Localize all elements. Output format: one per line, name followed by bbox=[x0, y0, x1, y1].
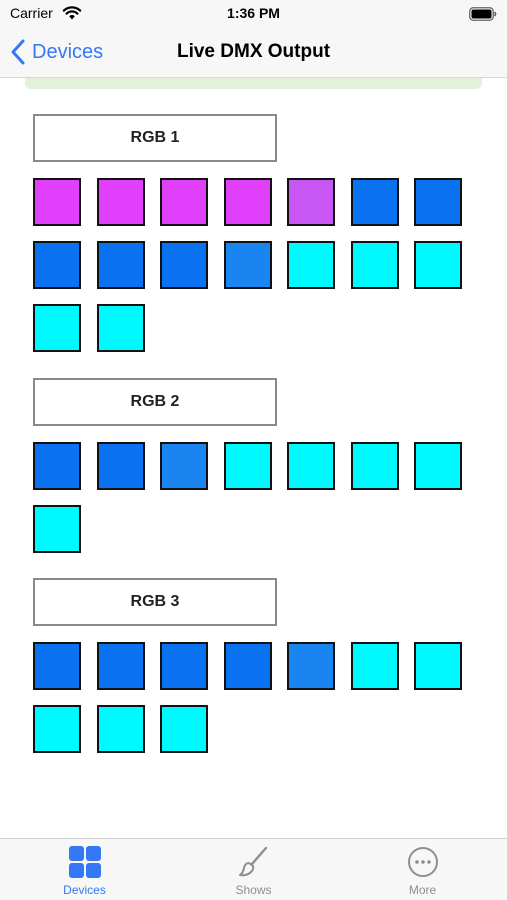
channel-swatch bbox=[350, 642, 399, 690]
channel-swatch bbox=[414, 178, 462, 226]
channel-swatch bbox=[96, 442, 145, 490]
device-label: RGB 1 bbox=[33, 114, 277, 162]
channel-swatch bbox=[350, 442, 399, 490]
tab-label: More bbox=[408, 883, 437, 897]
channel-grid bbox=[33, 642, 462, 753]
status-bar: Carrier 1:36 PM bbox=[0, 0, 507, 28]
more-icon bbox=[407, 847, 438, 877]
channel-swatch bbox=[350, 178, 399, 226]
channel-swatch bbox=[414, 241, 462, 289]
device-section-rgb-3: RGB 3 bbox=[33, 578, 462, 753]
channel-swatch bbox=[160, 642, 208, 690]
navigation-bar: Devices Live DMX Output bbox=[0, 28, 507, 78]
channel-swatch bbox=[414, 642, 462, 690]
channel-swatch bbox=[223, 642, 272, 690]
status-time: 1:36 PM bbox=[227, 5, 280, 21]
tab-label: Shows bbox=[235, 883, 272, 897]
channel-swatch bbox=[33, 178, 81, 226]
tab-bar: Devices Shows More bbox=[0, 838, 507, 900]
channel-swatch bbox=[96, 304, 145, 352]
tab-devices[interactable]: Devices bbox=[0, 839, 169, 900]
channel-grid bbox=[33, 178, 462, 352]
status-banner bbox=[25, 78, 482, 89]
channel-swatch bbox=[287, 178, 335, 226]
back-button-label: Devices bbox=[32, 40, 104, 63]
device-label: RGB 2 bbox=[33, 378, 277, 426]
channel-swatch bbox=[96, 705, 145, 753]
channel-swatch bbox=[33, 304, 81, 352]
paintbrush-icon bbox=[238, 846, 267, 877]
tab-shows[interactable]: Shows bbox=[169, 839, 338, 900]
channel-swatch bbox=[287, 642, 335, 690]
channel-swatch bbox=[223, 442, 272, 490]
chevron-left-icon bbox=[11, 39, 25, 65]
channel-swatch bbox=[287, 442, 335, 490]
device-label: RGB 3 bbox=[33, 578, 277, 626]
battery-icon bbox=[469, 7, 497, 21]
device-section-rgb-2: RGB 2 bbox=[33, 378, 462, 553]
channel-swatch bbox=[287, 241, 335, 289]
grid-icon bbox=[68, 846, 101, 878]
carrier-label: Carrier bbox=[10, 5, 53, 21]
channel-swatch bbox=[160, 705, 208, 753]
channel-swatch bbox=[160, 241, 208, 289]
channel-swatch bbox=[350, 241, 399, 289]
wifi-icon bbox=[62, 6, 82, 20]
channel-swatch bbox=[160, 178, 208, 226]
device-section-rgb-1: RGB 1 bbox=[33, 114, 462, 352]
dmx-output-list[interactable]: RGB 1 RGB 2 RGB 3 bbox=[0, 90, 507, 838]
channel-swatch bbox=[33, 642, 81, 690]
page-title: Live DMX Output bbox=[176, 41, 331, 62]
channel-swatch bbox=[96, 642, 145, 690]
channel-grid bbox=[33, 442, 462, 553]
channel-swatch bbox=[33, 705, 81, 753]
channel-swatch bbox=[223, 178, 272, 226]
tab-label: Devices bbox=[63, 883, 106, 897]
channel-swatch bbox=[33, 241, 81, 289]
channel-swatch bbox=[33, 442, 81, 490]
channel-swatch bbox=[223, 241, 272, 289]
channel-swatch bbox=[33, 505, 81, 553]
back-button[interactable]: Devices bbox=[10, 36, 103, 68]
channel-swatch bbox=[96, 241, 145, 289]
tab-more[interactable]: More bbox=[338, 839, 507, 900]
channel-swatch bbox=[414, 442, 462, 490]
channel-swatch bbox=[160, 442, 208, 490]
channel-swatch bbox=[96, 178, 145, 226]
